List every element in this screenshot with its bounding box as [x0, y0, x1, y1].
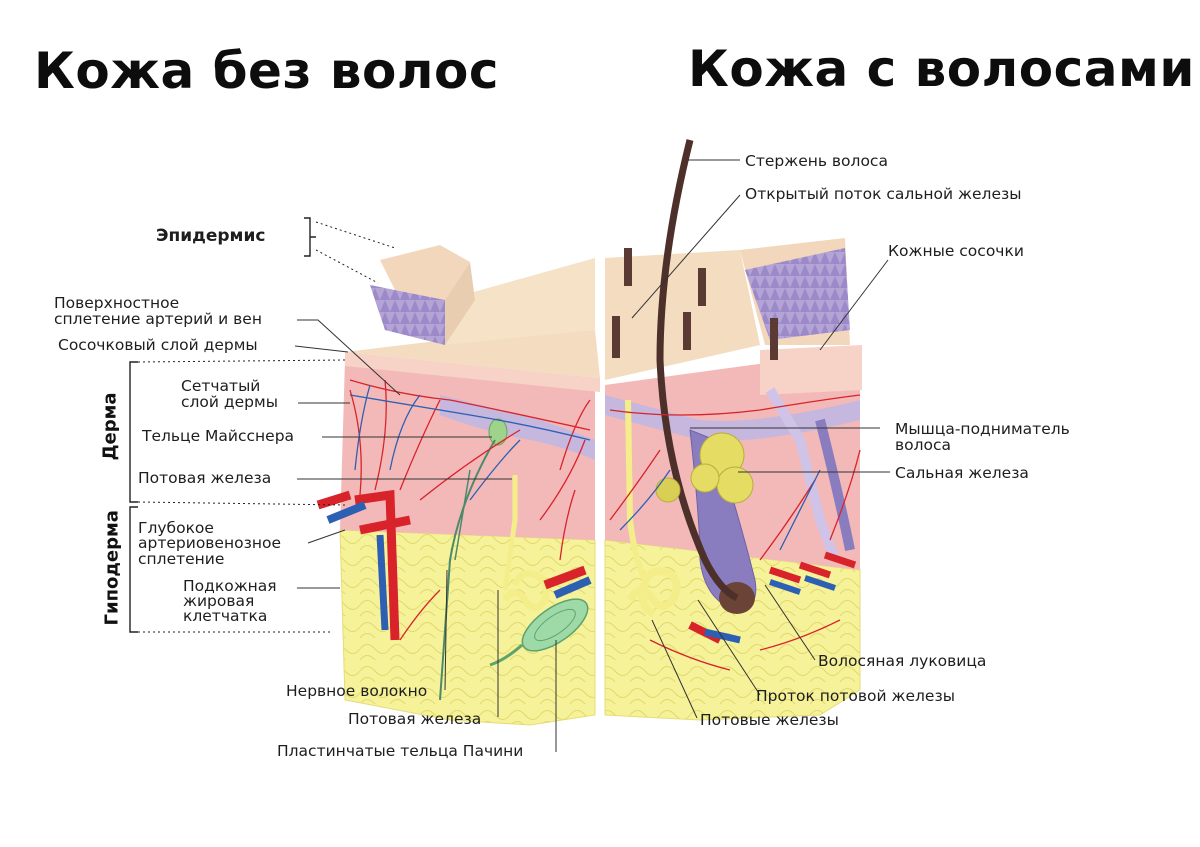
hairy-skin-block [605, 140, 862, 720]
label-superficial-plexus-line2: сплетение артерий и вен [54, 311, 262, 328]
label-sweat-glands: Потовые железы [700, 712, 839, 729]
label-sweat-duct: Проток потовой железы [756, 688, 955, 705]
label-meissner-corpuscle: Тельце Майсснера [142, 428, 294, 445]
label-sweat-gland-bottom: Потовая железа [348, 711, 481, 728]
label-hypodermis-vertical: Гиподерма [102, 516, 123, 626]
label-deep-plexus-line3: сплетение [138, 551, 224, 568]
label-pacinian-corpuscles: Пластинчатые тельца Пачини [277, 743, 523, 760]
label-dermal-papillae: Кожные сосочки [888, 243, 1024, 260]
label-epidermis: Эпидермис [156, 228, 265, 245]
label-sebaceous-duct: Открытый поток сальной железы [745, 186, 1021, 203]
label-nerve-fiber: Нервное волокно [286, 683, 427, 700]
label-subcutaneous-line3: клетчатка [183, 608, 267, 625]
label-reticular-line2: слой дермы [181, 394, 278, 411]
label-arrector-pili-line2: волоса [895, 437, 951, 454]
hairless-skin-block [318, 245, 600, 725]
label-dermis-vertical: Дерма [100, 401, 121, 461]
label-sebaceous-gland: Сальная железа [895, 465, 1029, 482]
label-papillary-layer: Сосочковый слой дермы [58, 337, 258, 354]
label-hair-bulb: Волосяная луковица [818, 653, 986, 670]
label-sweat-gland: Потовая железа [138, 470, 271, 487]
label-hair-shaft: Стержень волоса [745, 153, 888, 170]
